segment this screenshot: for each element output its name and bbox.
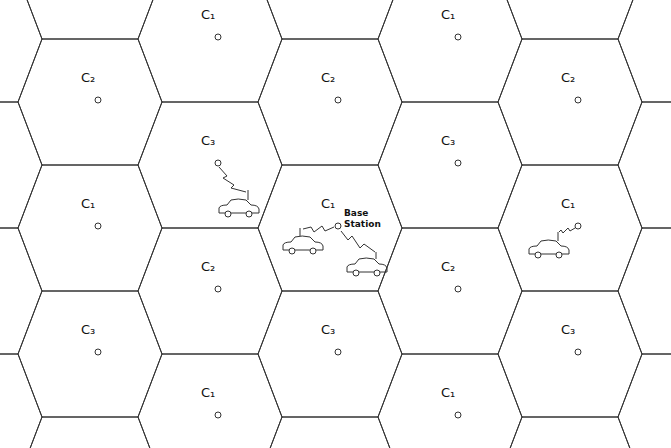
hex-cell: C₁ — [498, 165, 642, 291]
hex-outline — [498, 165, 642, 291]
hex-cell: C₁ Base Station — [258, 165, 402, 291]
cell-label: C₁ — [561, 196, 575, 211]
hex-outline — [138, 354, 282, 448]
hex-cell: C₂ — [18, 39, 162, 165]
cell-label: C₁ — [441, 7, 455, 22]
cell-label: C₂ — [321, 70, 335, 85]
hex-cell: C₂ — [498, 39, 642, 165]
hex-outline — [18, 291, 162, 417]
cell-label: C₁ — [441, 385, 455, 400]
hex-cell: C₁ — [378, 0, 522, 102]
hex-cell: C₃ — [258, 291, 402, 417]
hex-outline — [18, 39, 162, 165]
hex-cell: C₂ — [138, 228, 282, 354]
hex-cell: C₃ — [18, 291, 162, 417]
cell-label: C₃ — [321, 322, 335, 337]
cell-label: C₂ — [441, 259, 455, 274]
hex-outline — [378, 102, 522, 228]
hex-cell: C₂ — [378, 228, 522, 354]
cell-label: C₃ — [81, 322, 95, 337]
base-station-label: Base Station — [344, 208, 388, 230]
cell-label: C₁ — [201, 7, 215, 22]
cell-label: C₂ — [561, 70, 575, 85]
hex-cell: C₂ — [258, 39, 402, 165]
hex-outline — [378, 354, 522, 448]
hex-cell: C₃ — [138, 102, 282, 228]
hex-outline — [18, 165, 162, 291]
hex-outline — [498, 39, 642, 165]
hex-outline — [138, 102, 282, 228]
hex-outline — [138, 228, 282, 354]
hex-outline — [378, 228, 522, 354]
cell-label: C₁ — [81, 196, 95, 211]
cell-label: C₁ — [321, 196, 335, 211]
antennas-and-radio-links — [219, 167, 575, 259]
hex-cell: C₁ — [378, 354, 522, 448]
hex-outline — [258, 39, 402, 165]
hex-outline — [258, 291, 402, 417]
cell-label: C₃ — [561, 322, 575, 337]
hex-outline — [498, 291, 642, 417]
hex-cell: C₃ — [378, 102, 522, 228]
hex-cell: C₁ — [138, 0, 282, 102]
cell-label: C₁ — [201, 385, 215, 400]
cell-label: C₃ — [441, 133, 455, 148]
cell-label: C₂ — [81, 70, 95, 85]
cell-label: C₂ — [201, 259, 215, 274]
hex-cell: C₃ — [498, 291, 642, 417]
cell-label: C₃ — [201, 133, 215, 148]
hex-cell: C₁ — [138, 354, 282, 448]
hex-cell: C₁ — [18, 165, 162, 291]
